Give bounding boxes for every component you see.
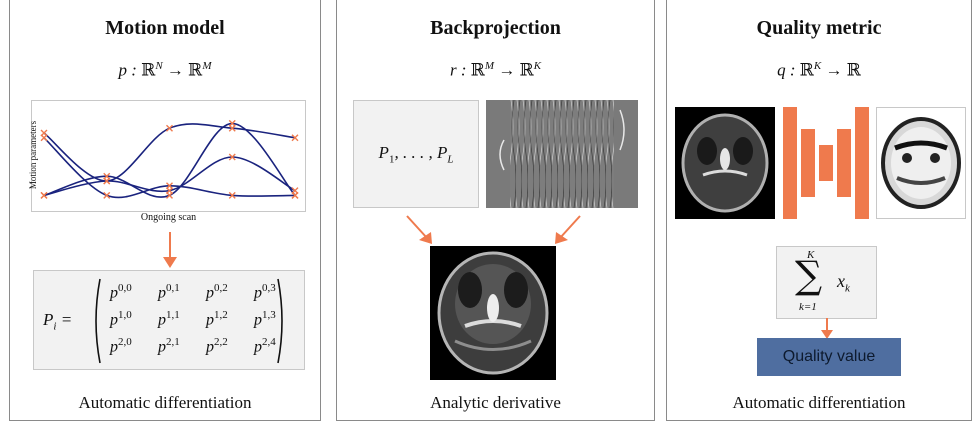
function-signature: r : ℝM → ℝK: [449, 60, 542, 81]
quality-value-box: Quality value: [757, 338, 901, 376]
matrix-entry: p1,0: [110, 309, 132, 329]
sinogram-image: [486, 100, 638, 208]
data-point-marker: [40, 191, 48, 199]
data-point-marker: [228, 191, 236, 199]
quality-map-svg: [881, 117, 961, 209]
matrix-entry: p1,1: [158, 309, 180, 329]
panel-title: Motion model: [105, 17, 225, 39]
data-point-marker: [166, 182, 173, 190]
matrix-entry: p0,1: [158, 282, 180, 302]
function-signature: p : ℝN → ℝM: [118, 60, 212, 81]
sum-lower: k=1: [799, 301, 817, 313]
projections-box: P1, . . . , PL: [353, 100, 479, 208]
sinogram-svg: [486, 100, 638, 208]
arrow-diag-right: [555, 215, 581, 244]
matrix-box: [33, 270, 305, 370]
data-point-marker: [228, 119, 236, 127]
motion-chart: [31, 100, 306, 212]
backprojection-panel: Backprojection r : ℝM → ℝK P1, . . . , P…: [336, 0, 655, 421]
panel-caption: Analytic derivative: [430, 393, 561, 412]
matrix-entry: p2,2: [206, 336, 228, 356]
data-point-marker: [103, 191, 111, 199]
series-line-0: [43, 123, 296, 182]
motion-model-panel: Motion model p : ℝN → ℝM Motion paramete…: [9, 0, 321, 421]
sum-term: xk: [837, 271, 850, 295]
chart-xlabel: Ongoing scan: [140, 212, 197, 223]
data-point-marker: [103, 177, 111, 185]
series-line-3: [43, 137, 296, 199]
matrix-lhs: Pi =: [43, 310, 73, 333]
ct-slice-image: [430, 246, 556, 380]
matrix-entry: p2,1: [158, 336, 180, 356]
matrix-entry: p1,3: [254, 309, 276, 329]
projections-label: P1, . . . , PL: [378, 143, 454, 166]
data-point-marker: [166, 124, 173, 132]
panel-caption: Automatic differentiation: [78, 393, 252, 412]
data-point-marker: [291, 134, 299, 142]
arrow-down: [163, 232, 177, 268]
arrow-diag-left: [406, 215, 432, 244]
data-point-marker: [291, 191, 299, 199]
data-point-marker: [228, 153, 236, 161]
matrix-entry: p0,3: [254, 282, 276, 302]
panel-title: Quality metric: [756, 17, 882, 39]
quality-map-image: [876, 107, 966, 219]
series-line-1: [43, 122, 296, 198]
function-signature: q : ℝK → ℝ: [777, 60, 861, 81]
matrix-entry: p0,0: [110, 282, 132, 302]
neural-network-icon: [783, 107, 869, 219]
ct-slice-image: [675, 107, 775, 219]
arrow-down: [821, 318, 833, 339]
panel-title: Backprojection: [430, 17, 561, 39]
matrix-entry: p0,2: [206, 282, 228, 302]
ct-slice-svg: [437, 251, 549, 375]
matrix-entry: p2,0: [110, 336, 132, 356]
sum-box: K ∑ k=1 xk: [776, 246, 877, 319]
panel-caption: Automatic differentiation: [732, 393, 906, 412]
chart-ylabel: Motion parameters: [28, 120, 38, 190]
sum-symbol: ∑: [795, 253, 823, 297]
matrix-entry: p1,2: [206, 309, 228, 329]
ct-slice-small-svg: [681, 113, 769, 213]
matrix-entry: p2,4: [254, 336, 276, 356]
motion-chart-svg: [40, 119, 299, 199]
sum-upper: K: [807, 249, 815, 261]
quality-metric-panel: Quality metric q : ℝK → ℝ K ∑ k: [666, 0, 972, 421]
matrix-brackets: [95, 278, 283, 364]
data-point-marker: [40, 134, 48, 142]
